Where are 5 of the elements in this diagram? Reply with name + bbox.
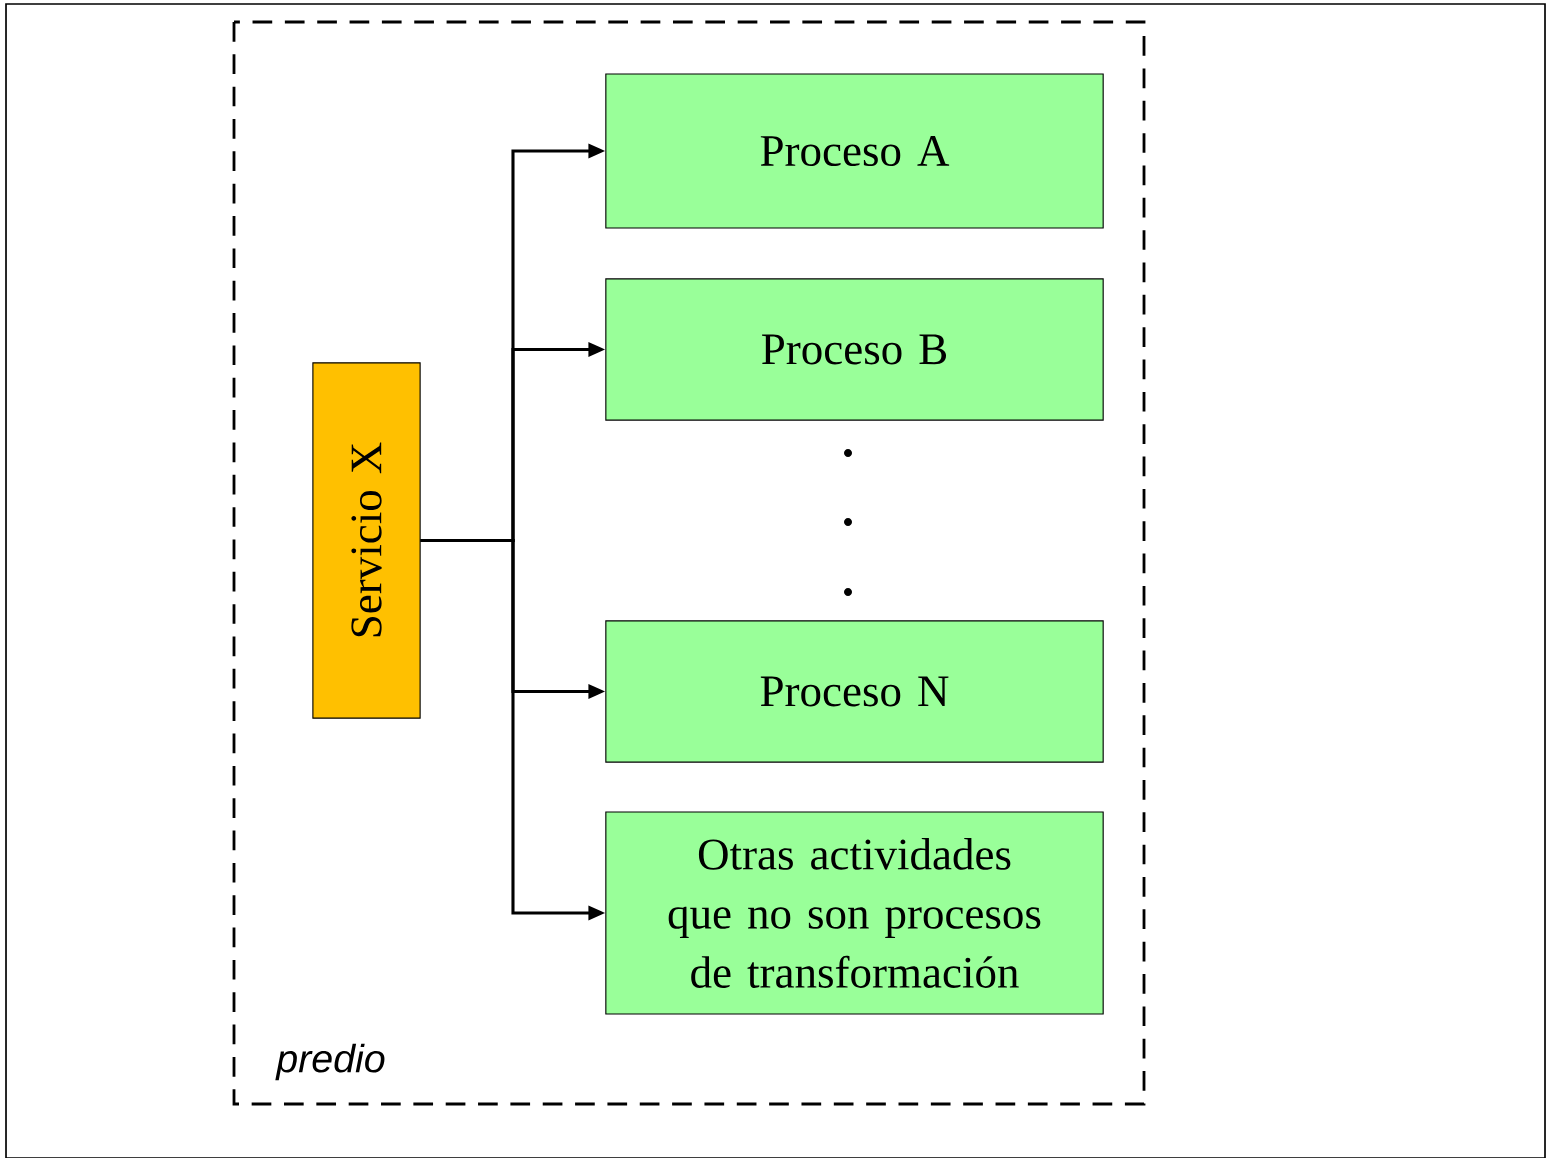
service-box: Servicio X (312, 362, 421, 719)
process-box: Otras actividades que no son procesos de transformación (605, 811, 1104, 1015)
process-box: Proceso B (605, 278, 1104, 421)
process-box: Proceso A (605, 73, 1104, 229)
process-box: Proceso N (605, 620, 1104, 763)
